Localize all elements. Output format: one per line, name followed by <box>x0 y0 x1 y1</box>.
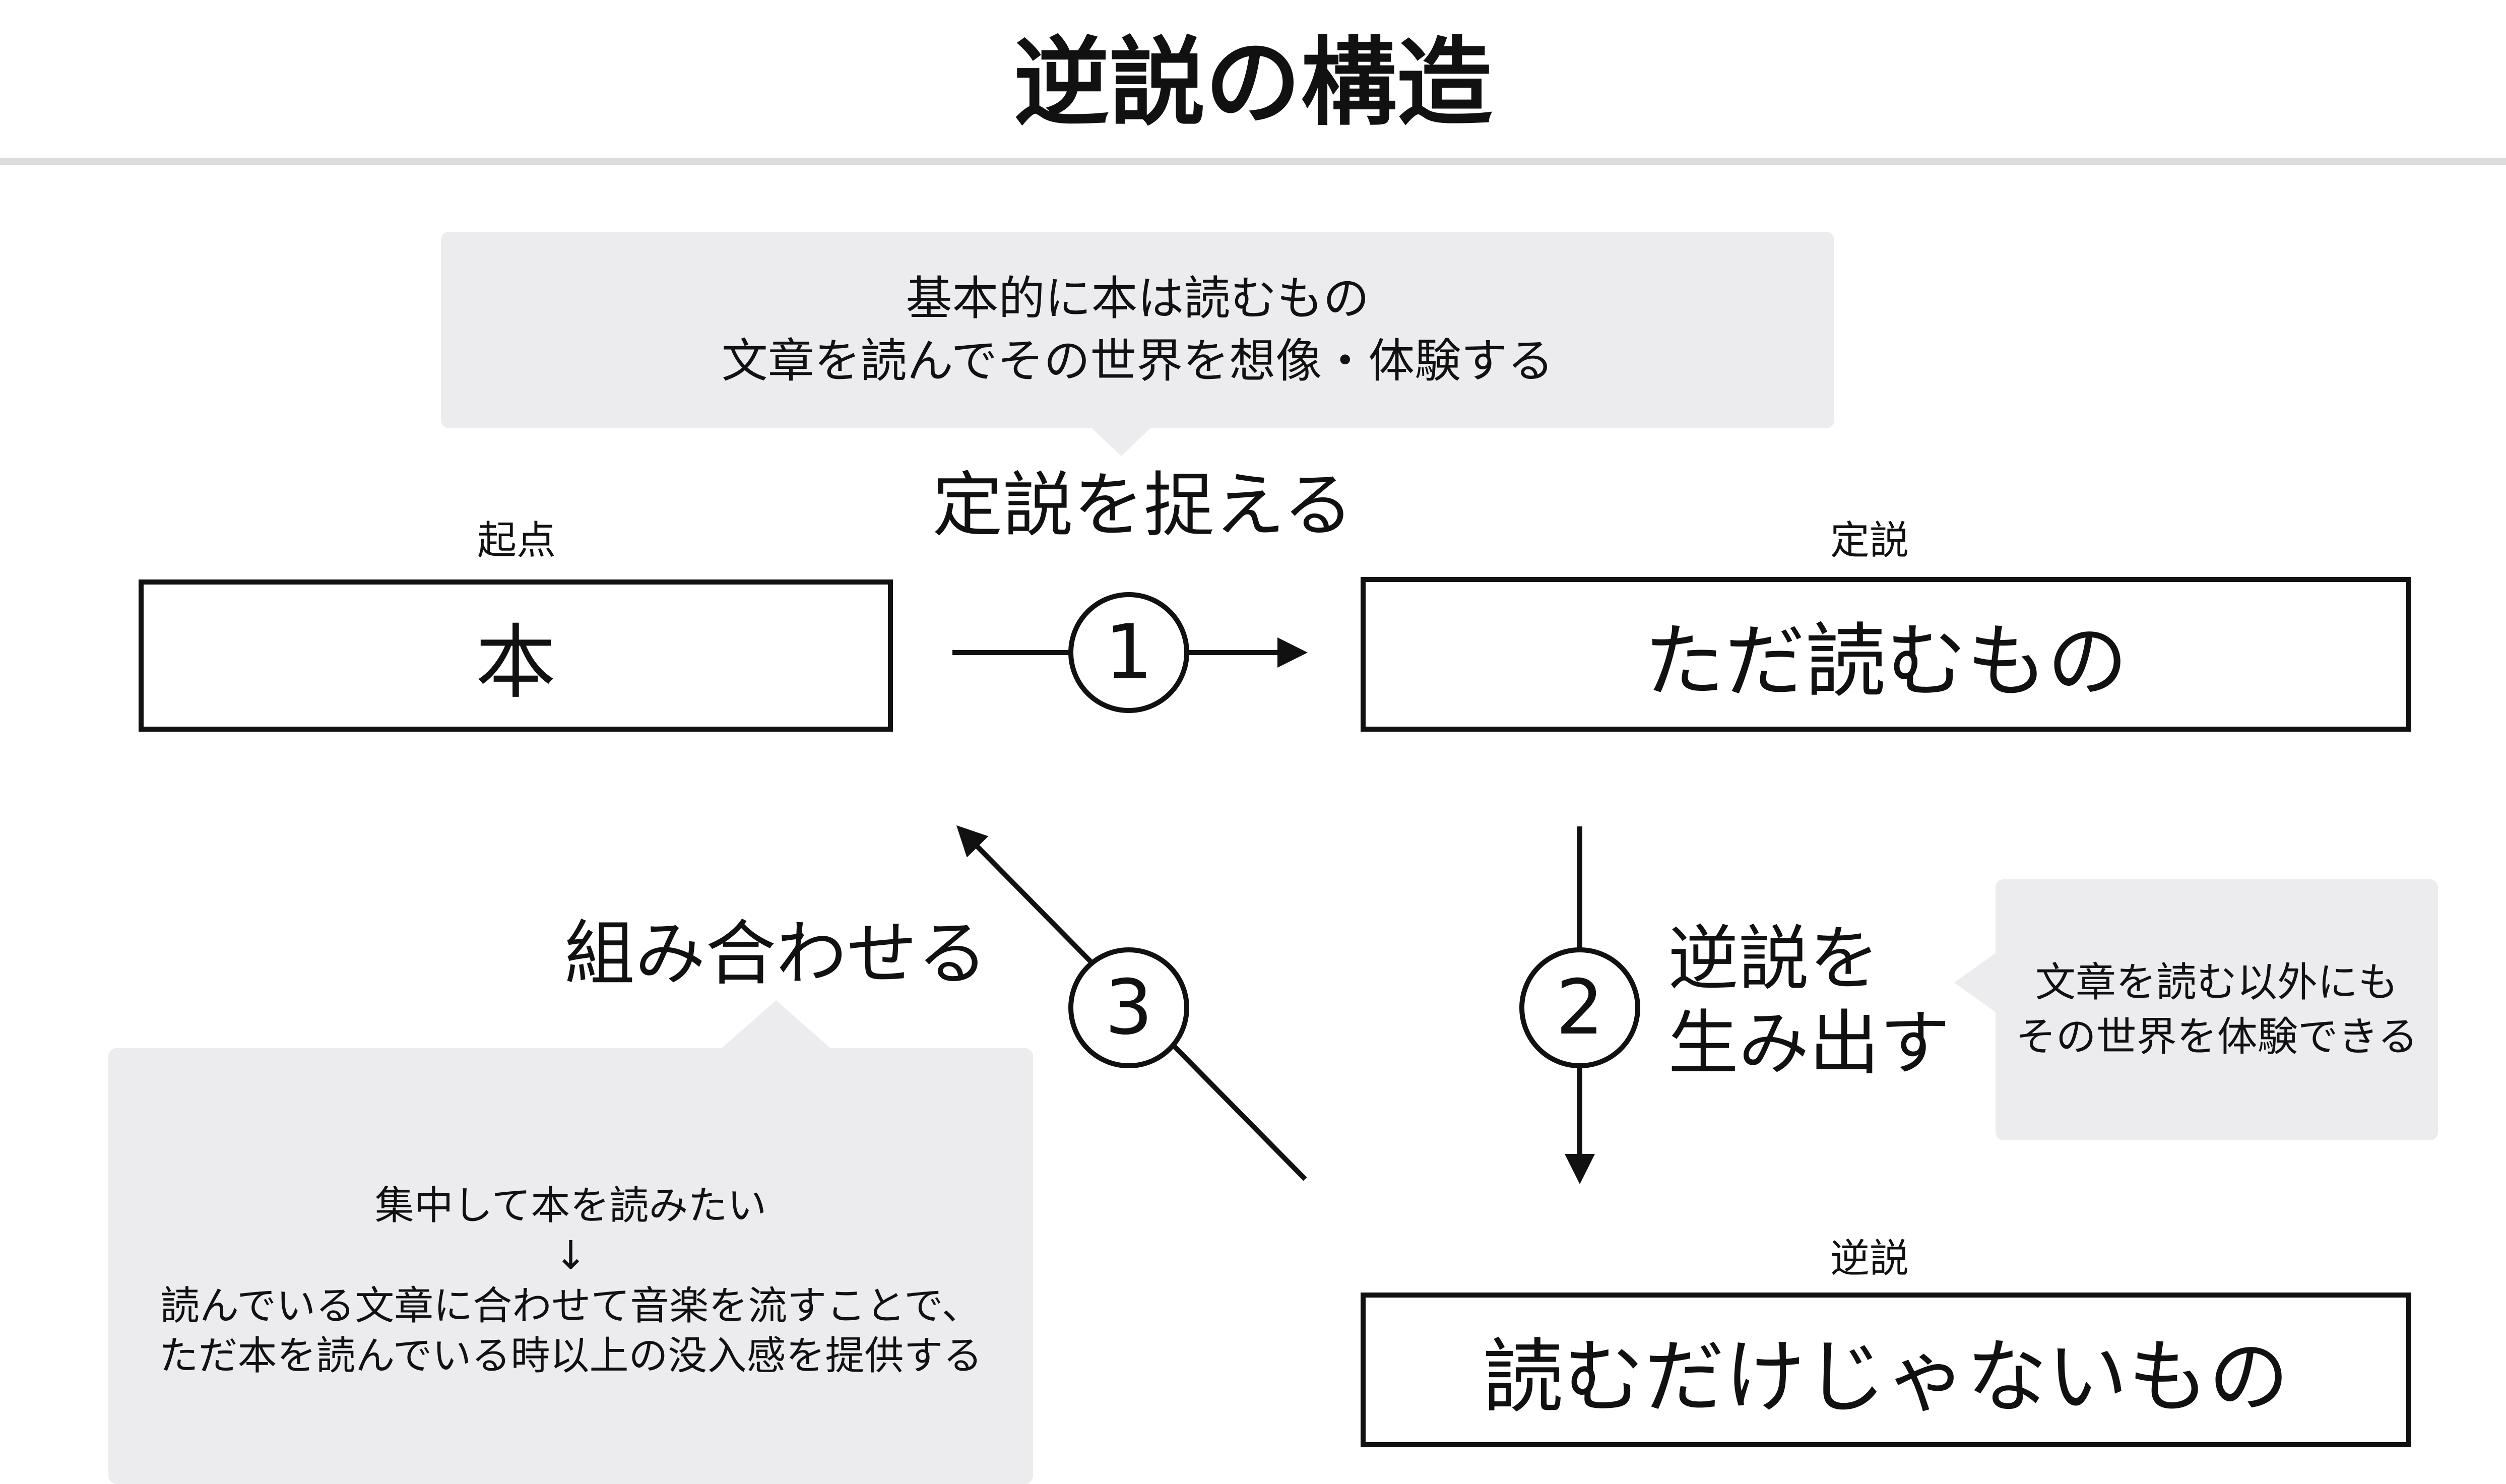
callout-top-pointer <box>1091 427 1151 456</box>
callout-text-line: 文章を読む以外にも <box>2035 959 2398 1006</box>
node-paradox-box: 読むだけじゃないもの <box>1361 1293 2411 1447</box>
step-2-label-line: 逆説を <box>1668 918 1880 1000</box>
step-1-number-circle: 1 <box>1068 592 1189 713</box>
node-start-text: 本 <box>475 615 556 709</box>
node-label-thesis: 定説 <box>1830 518 1909 563</box>
callout-text-line: 集中して本を読みたい <box>374 1183 767 1229</box>
title-divider <box>0 158 2506 165</box>
callout-text-line: 基本的に本は読むもの <box>906 271 1370 326</box>
node-label-paradox: 逆説 <box>1830 1236 1909 1281</box>
node-paradox-text: 読むだけじゃないもの <box>1483 1329 2289 1424</box>
step-1-number: 1 <box>1105 609 1153 696</box>
step-1-label: 定説を捉える <box>932 465 1354 547</box>
step-2-number: 2 <box>1556 964 1604 1052</box>
callout-text-line: その世界を体験できる <box>2015 1013 2418 1060</box>
node-thesis-text: ただ読むもの <box>1644 614 2128 708</box>
callout-thesis-explanation: 基本的に本は読むもの 文章を読んでその世界を想像・体験する <box>441 232 1834 428</box>
node-label-start: 起点 <box>477 518 556 563</box>
callout-text-line: ただ本を読んでいる時以上の没入感を提供する <box>159 1333 983 1379</box>
step-3-number-circle: 3 <box>1068 947 1189 1068</box>
callout-combination-explanation: 集中して本を読みたい ↓ 読んでいる文章に合わせて音楽を流すことで、 ただ本を読… <box>108 1048 1033 1484</box>
step-3-number: 3 <box>1105 964 1153 1052</box>
node-thesis-box: ただ読むもの <box>1361 577 2411 732</box>
step-2-label-line: 生み出す <box>1668 1003 1951 1085</box>
callout-arrow-glyph: ↓ <box>554 1233 588 1279</box>
page-title: 逆説の構造 <box>1013 27 1493 139</box>
callout-paradox-explanation: 文章を読む以外にも その世界を体験できる <box>1996 879 2438 1140</box>
node-start-box: 本 <box>139 579 893 732</box>
step-3-label: 組み合わせる <box>564 913 988 995</box>
callout-text-line: 読んでいる文章に合わせて音楽を流すことで、 <box>160 1283 981 1329</box>
step-2-number-circle: 2 <box>1519 947 1640 1068</box>
callout-left-pointer <box>721 1000 831 1049</box>
step-2-label: 逆説を 生み出す <box>1668 917 1950 1086</box>
callout-right-pointer <box>1954 952 1997 1013</box>
callout-text-line: 文章を読んでその世界を想像・体験する <box>721 334 1554 388</box>
